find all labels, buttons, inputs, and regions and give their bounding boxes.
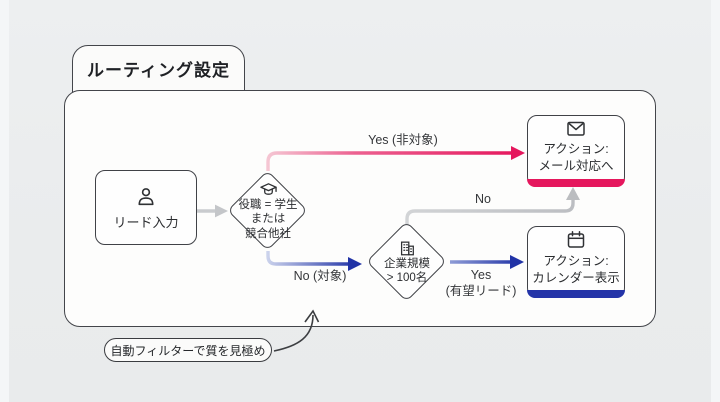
decision-company-size-line1: 企業規模 — [384, 257, 430, 270]
action-email-accent-bar — [527, 179, 625, 187]
action-email-line1: アクション: — [543, 142, 609, 157]
edge-label-yes-excluded: Yes (非対象) — [368, 133, 438, 147]
calendar-icon — [567, 231, 585, 248]
panel-title-tab: ルーティング設定 — [72, 45, 245, 94]
person-icon — [138, 188, 154, 206]
node-decision-company-size: 企業規模 > 100名 — [357, 228, 457, 296]
mail-icon — [567, 122, 585, 136]
building-icon — [400, 241, 414, 256]
decision-role-line1: 役職 = 学生 — [238, 199, 298, 212]
edge-label-no: No — [475, 192, 491, 206]
graduation-cap-icon — [259, 183, 277, 196]
decision-role-line3: 競合他社 — [245, 227, 291, 240]
edge-label-yes-promising-line1: Yes — [470, 268, 492, 282]
node-action-email: アクション: メール対応へ — [527, 115, 625, 187]
node-action-calendar: アクション: カレンダー表示 — [527, 226, 625, 298]
decision-company-size-line2: > 100名 — [386, 272, 428, 284]
edge-label-yes-promising: Yes (有望リード) — [430, 268, 532, 299]
node-decision-role: 役職 = 学生 または 競合他社 — [218, 174, 318, 248]
screen-edge-left — [0, 0, 9, 402]
annotation-bubble: 自動フィルターで質を見極め — [104, 338, 272, 362]
action-calendar-line2: カレンダー表示 — [532, 270, 620, 285]
decision-role-line2: または — [250, 213, 286, 226]
action-calendar-accent-bar — [527, 290, 625, 298]
action-email-line2: メール対応へ — [538, 158, 614, 173]
edge-label-yes-promising-line2: (有望リード) — [445, 283, 517, 298]
annotation-text: 自動フィルターで質を見極め — [110, 343, 266, 358]
action-calendar-line1: アクション: — [543, 254, 609, 269]
node-lead-input: リード入力 — [95, 170, 197, 245]
edge-label-no-target: No (対象) — [293, 269, 347, 283]
screen-edge-right — [711, 0, 720, 402]
page-title: ルーティング設定 — [87, 61, 230, 80]
node-label-lead-input: リード入力 — [113, 215, 179, 231]
